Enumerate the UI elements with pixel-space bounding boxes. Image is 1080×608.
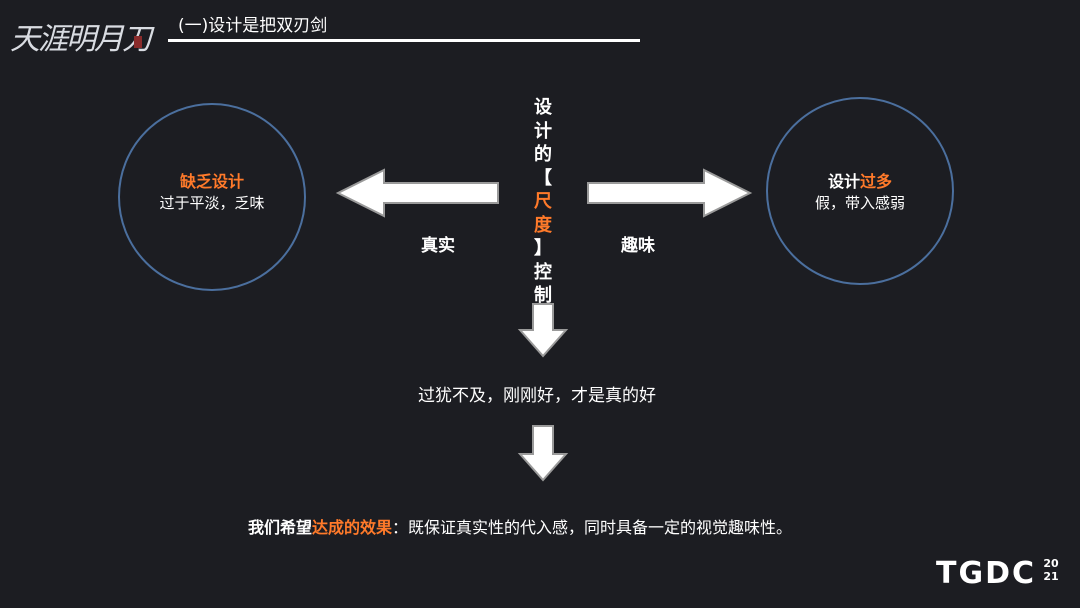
vchar: 控 (534, 261, 552, 283)
vchar-orange: 尺 (534, 191, 552, 212)
left-circle (118, 103, 306, 291)
down-arrow-icon (517, 425, 569, 482)
label-realism: 真实 (421, 236, 455, 256)
right-circle-title: 设计过多 (766, 172, 954, 192)
middle-statement: 过犹不及，刚刚好，才是真的好 (418, 386, 656, 406)
year-top: 20 (1043, 557, 1059, 570)
vchar: 的 (534, 144, 552, 165)
left-circle-subtitle: 过于平淡，乏味 (159, 194, 265, 212)
right-arrow-icon (587, 168, 753, 218)
section-title: (一)设计是把双刃剑 (178, 16, 328, 36)
vchar: 制 (534, 285, 552, 306)
label-fun: 趣味 (621, 236, 655, 256)
right-circle-title-orange: 过多 (860, 172, 893, 191)
tgdc-year: 20 21 (1042, 557, 1060, 583)
conclusion-bold: 我们希望 (248, 518, 313, 537)
title-underline (168, 39, 640, 42)
right-circle-title-white: 设计 (827, 172, 860, 191)
left-circle-title: 缺乏设计 (179, 172, 244, 191)
vchar: 】 (534, 238, 552, 259)
vchar: 设 (534, 97, 552, 118)
left-circle-text: 缺乏设计 过于平淡，乏味 (118, 172, 306, 214)
right-circle-subtitle: 假，带入感弱 (814, 194, 905, 212)
down-arrow-icon (517, 303, 569, 358)
left-arrow-icon (335, 168, 499, 218)
center-vertical-text: 设 计 的 【 尺 度 】 控 制 (531, 96, 555, 308)
right-circle-text: 设计过多 假，带入感弱 (766, 172, 954, 214)
game-logo: 天涯明月刀 (8, 6, 152, 64)
vchar: 计 (534, 120, 552, 142)
year-bottom: 21 (1043, 570, 1059, 583)
logo-text: 天涯明月刀 (10, 22, 152, 57)
vchar: 【 (534, 167, 552, 189)
right-circle (766, 97, 954, 285)
conclusion-text: 我们希望达成的效果：既保证真实性的代入感，同时具备一定的视觉趣味性。 (248, 514, 792, 538)
vchar-orange: 度 (534, 214, 552, 236)
conclusion-highlight: 达成的效果 (312, 518, 393, 537)
logo-seal (134, 36, 142, 48)
conclusion-rest: ：既保证真实性的代入感，同时具备一定的视觉趣味性。 (392, 518, 793, 537)
tgdc-logo: TGDC (936, 556, 1037, 591)
